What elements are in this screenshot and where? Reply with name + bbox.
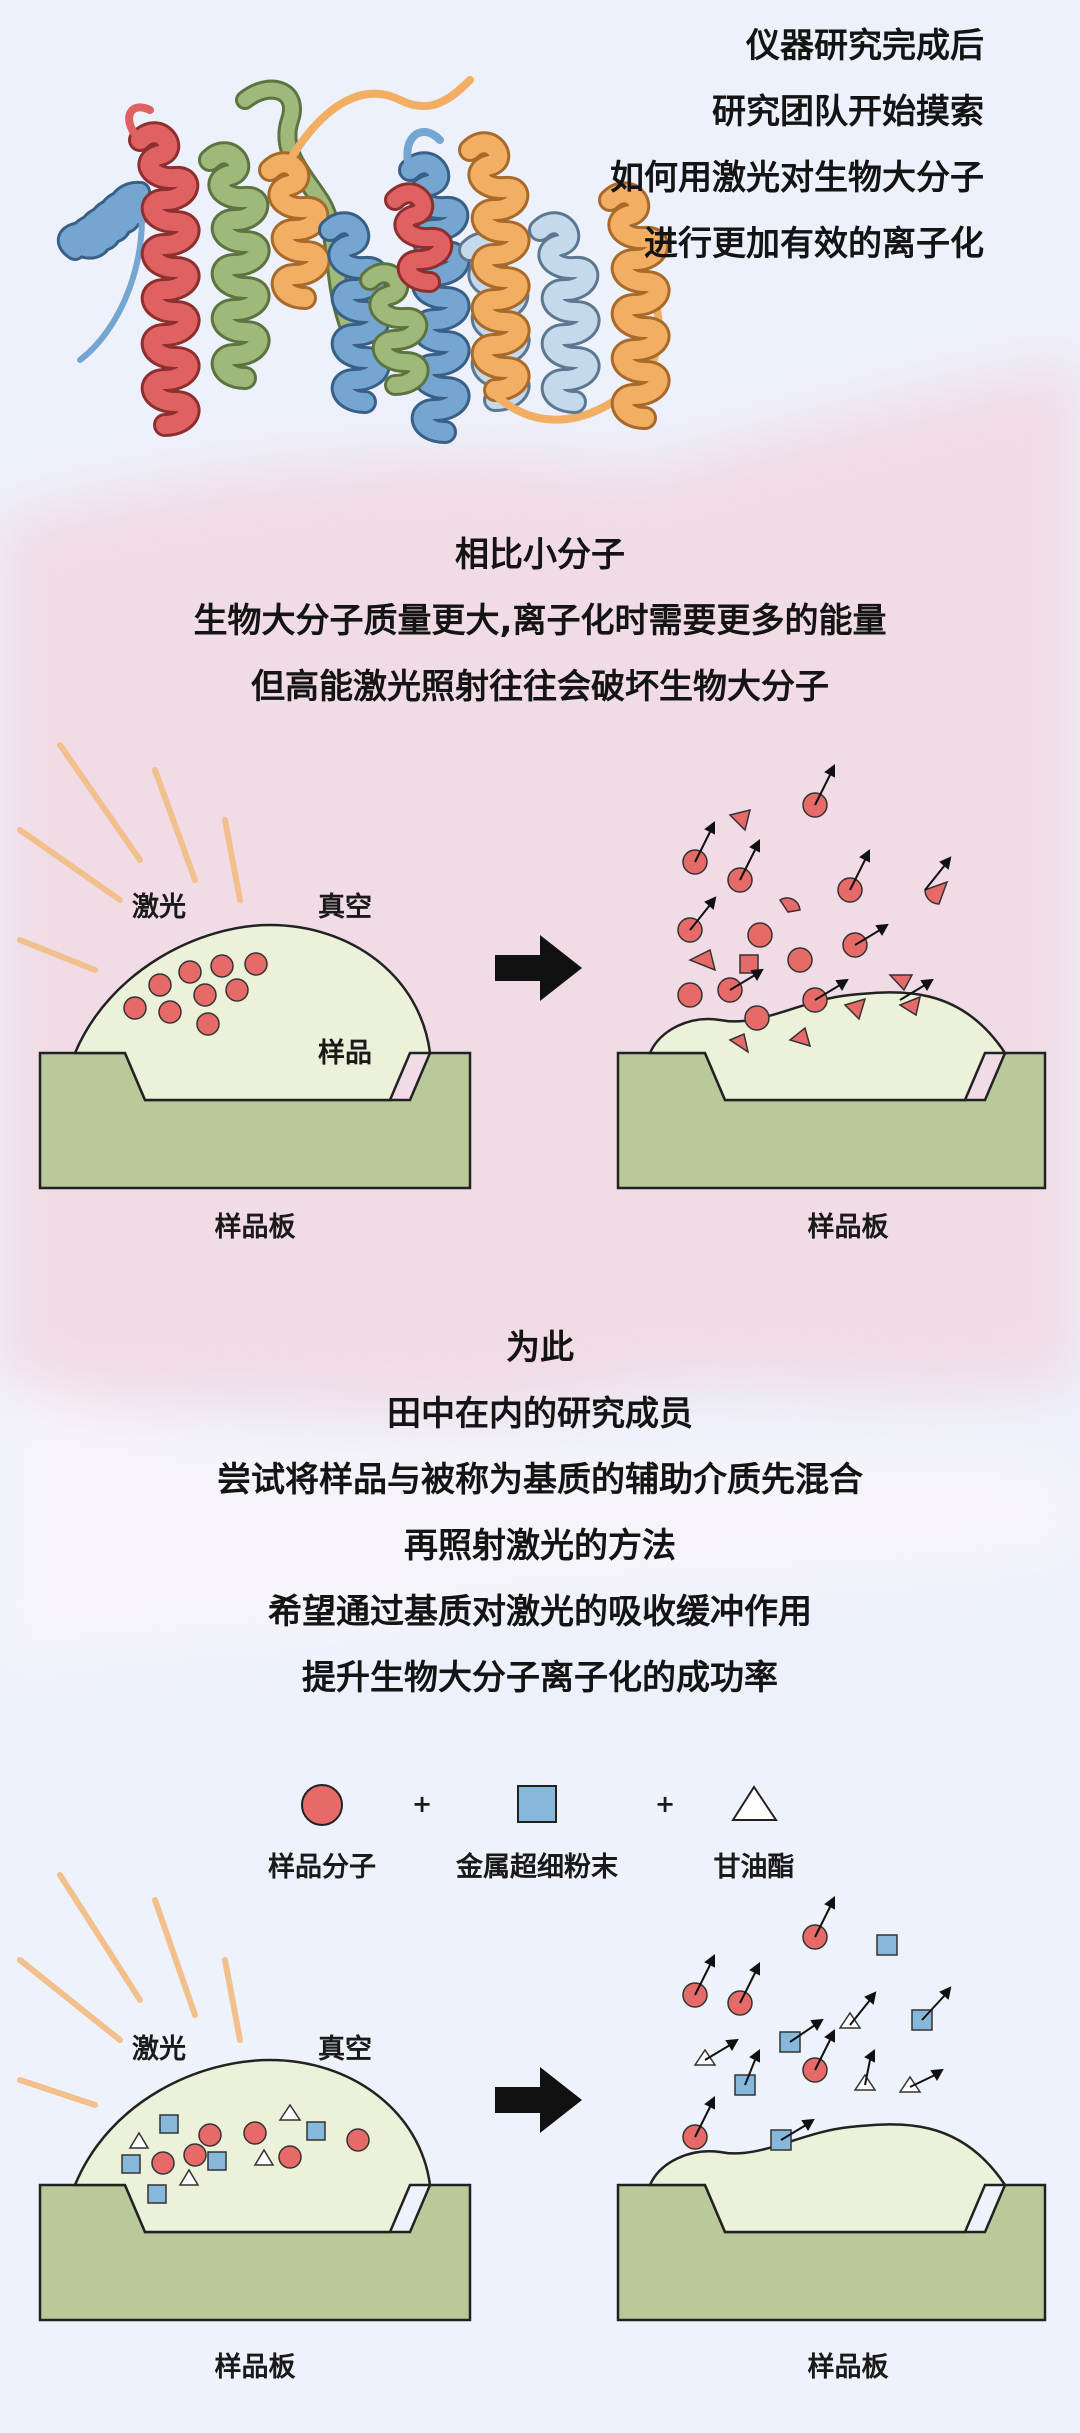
mixed-sample: [121, 2103, 370, 2204]
sample-plate-label-right: 样品板: [807, 1212, 889, 1243]
legend-label-metal-powder: 金属超细粉末: [456, 1852, 618, 1883]
sample-molecules: [123, 952, 268, 1036]
laser-label-2: 激光: [132, 2034, 186, 2065]
problem-line-1: 相比小分子: [455, 535, 625, 575]
ionized-particles: [682, 1924, 933, 2151]
helix-orange-far: [598, 181, 671, 430]
laser-label: 激光: [132, 892, 186, 923]
right-sample-plate: [616, 991, 1047, 1190]
problem-line-3: 但高能激光照射往往会破坏生物大分子: [251, 667, 829, 707]
helix-lightblue-far: [528, 211, 601, 414]
diagram-with-matrix: [17, 1872, 1047, 2322]
solution-line-1: 为此: [506, 1328, 574, 1368]
intro-line-4: 进行更加有效的离子化: [644, 224, 984, 264]
protein-structure-illustration: [56, 76, 671, 444]
left-sample-plate-2: [38, 2058, 472, 2322]
plus-sign-1: +: [412, 1790, 433, 1818]
solution-line-3: 尝试将样品与被称为基质的辅助介质先混合: [217, 1460, 863, 1500]
legend-label-glyceride: 甘油酯: [713, 1852, 795, 1883]
left-sample-plate: [38, 923, 472, 1190]
motion-arrows-2: [694, 1896, 952, 2141]
solution-line-4: 再照射激光的方法: [404, 1526, 676, 1566]
laser-beams: [17, 742, 243, 973]
helix-blue-tall: [398, 128, 471, 444]
solution-line-6: 提升生物大分子离子化的成功率: [302, 1658, 778, 1698]
diagram-without-matrix: [17, 742, 1047, 1190]
arrow-icon-2: [495, 2067, 582, 2133]
arrow-icon: [495, 935, 582, 1001]
motion-arrows: [689, 764, 952, 1001]
legend-label-sample-molecule: 样品分子: [268, 1852, 376, 1883]
plus-sign-2: +: [655, 1790, 676, 1818]
right-sample-plate-2: [616, 2123, 1047, 2322]
helix-red-right: [384, 182, 454, 293]
sample-plate-label-left: 样品板: [214, 1212, 296, 1243]
white-triangle-icon: [731, 1785, 778, 1821]
helix-green-right: [359, 262, 430, 396]
sample-plate-label-right-2: 样品板: [807, 2352, 889, 2383]
helix-red-left: [125, 103, 201, 437]
blue-square-icon: [517, 1785, 557, 1823]
helix-blue-center: [318, 211, 391, 414]
problem-line-2: 生物大分子质量更大,离子化时需要更多的能量: [193, 601, 887, 641]
intro-line-1: 仪器研究完成后: [746, 26, 984, 66]
legend-icons: [301, 1784, 778, 1826]
laser-beams-2: [17, 1872, 243, 2108]
intro-line-3: 如何用激光对生物大分子: [610, 158, 984, 198]
solution-line-5: 希望通过基质对激光的吸收缓冲作用: [268, 1592, 812, 1632]
sample-plate-label-left-2: 样品板: [214, 2352, 296, 2383]
helix-blue-left: [56, 181, 153, 363]
intro-line-2: 研究团队开始摸索: [712, 92, 984, 132]
vacuum-label: 真空: [318, 892, 372, 923]
helix-orange-top: [258, 76, 474, 310]
solution-line-2: 田中在内的研究成员: [387, 1394, 693, 1434]
sample-label: 样品: [318, 1038, 372, 1069]
red-circle-icon: [301, 1784, 343, 1826]
vacuum-label-2: 真空: [318, 2034, 372, 2065]
